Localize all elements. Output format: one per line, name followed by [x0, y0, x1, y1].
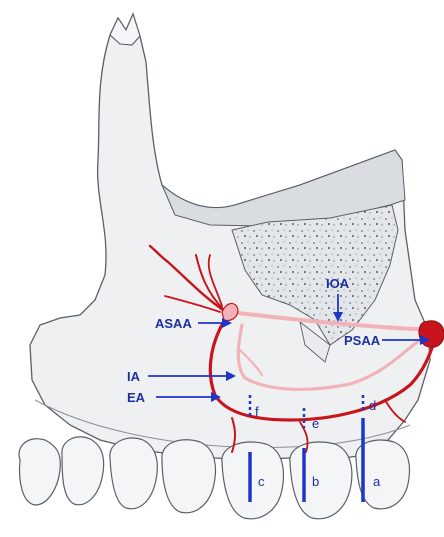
- label-psaa: PSAA: [344, 333, 381, 348]
- tooth: [162, 440, 216, 513]
- tooth: [19, 439, 60, 505]
- tooth: [222, 442, 284, 519]
- tooth: [290, 442, 352, 519]
- tooth: [62, 437, 104, 505]
- label-ea: EA: [127, 390, 146, 405]
- marker-b: b: [312, 474, 319, 489]
- marker-e: e: [312, 416, 319, 431]
- label-asaa: ASAA: [155, 316, 192, 331]
- marker-a: a: [373, 474, 381, 489]
- label-ia: IA: [127, 369, 141, 384]
- label-ioa: IOA: [326, 276, 350, 291]
- marker-d: d: [369, 398, 376, 413]
- marker-f: f: [255, 404, 259, 419]
- marker-c: c: [258, 474, 265, 489]
- tooth: [110, 438, 157, 509]
